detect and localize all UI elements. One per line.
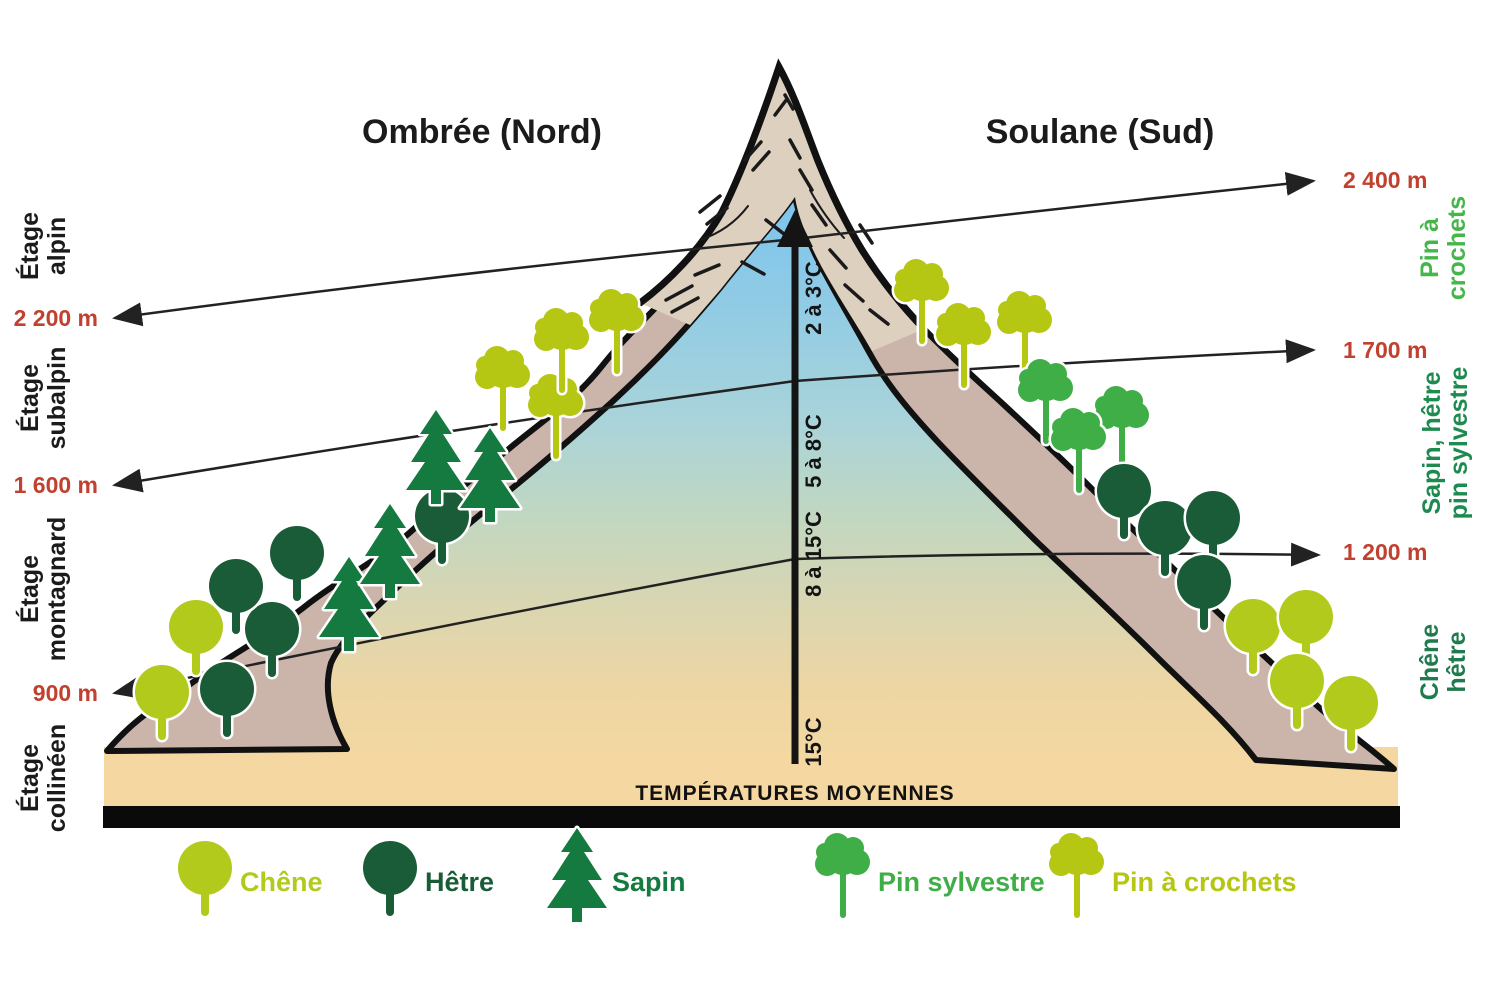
altitude-right-1700: 1 700 m xyxy=(1343,337,1427,363)
tree-hetre xyxy=(270,526,324,601)
legend-label-sapin: Sapin xyxy=(612,867,686,897)
veg-label-pin-a-crochets: Pin àcrochets xyxy=(1416,196,1471,300)
zone-label-subalpin: Étagesubalpin xyxy=(15,347,71,450)
temp-label-2-3: 2 à 3°C xyxy=(801,261,826,335)
tree-sapin xyxy=(460,428,520,522)
temp-label-15: 15°C xyxy=(801,717,826,766)
north-slope-title: Ombrée (Nord) xyxy=(362,113,602,151)
temp-label-5-8: 5 à 8°C xyxy=(801,414,826,488)
altitude-line-1600-1700 xyxy=(112,339,1316,493)
legend-icon-sapin xyxy=(547,828,607,922)
south-slope-title: Soulane (Sud) xyxy=(986,113,1215,151)
legend-icon-hetre xyxy=(363,841,417,916)
legend-label-hetre: Hêtre xyxy=(425,867,494,897)
zone-label-alpin: Étagealpin xyxy=(15,212,71,280)
altitude-right-2400: 2 400 m xyxy=(1343,167,1427,193)
altitude-left-1600: 1 600 m xyxy=(14,472,98,498)
veg-label-sapin-hetre-pin: Sapin, hêtrepin sylvestre xyxy=(1418,366,1473,519)
legend-icon-pin_sylvestre xyxy=(815,833,870,918)
tree-sapin xyxy=(360,504,420,598)
zone-label-collineen: Étagecollinéen xyxy=(15,724,71,832)
legend-icon-pin_crochets xyxy=(1049,833,1104,918)
legend-icon-chene xyxy=(178,841,232,916)
zone-label-montagnard: Étagemontagnard xyxy=(15,517,71,661)
temperature-arrowhead xyxy=(777,210,813,247)
altitude-left-900: 900 m xyxy=(33,680,98,706)
legend-label-pin_sylvestre: Pin sylvestre xyxy=(878,867,1045,897)
veg-label-chene-hetre: Chênehêtre xyxy=(1416,624,1471,701)
legend-label-chene: Chêne xyxy=(240,867,323,897)
legend: Chêne Hêtre Sapin Pin sylvestre Pin à croche… xyxy=(178,828,1297,922)
altitude-left-2200: 2 200 m xyxy=(14,305,98,331)
tree-pin_crochets xyxy=(475,346,530,431)
altitude-right-1200: 1 200 m xyxy=(1343,539,1427,565)
altitude-line-2200-2400 xyxy=(112,171,1316,327)
altitude-line-900-1200 xyxy=(112,542,1321,700)
legend-label-pin_crochets: Pin à crochets xyxy=(1112,867,1297,897)
temperature-axis-title: TEMPÉRATURES MOYENNES xyxy=(635,782,954,805)
temp-label-8-15: 8 à 15°C xyxy=(801,511,826,597)
base-bar xyxy=(103,806,1400,828)
ground-strip xyxy=(104,747,1398,807)
tree-sapin xyxy=(406,410,466,504)
temperature-arrow xyxy=(777,210,813,764)
